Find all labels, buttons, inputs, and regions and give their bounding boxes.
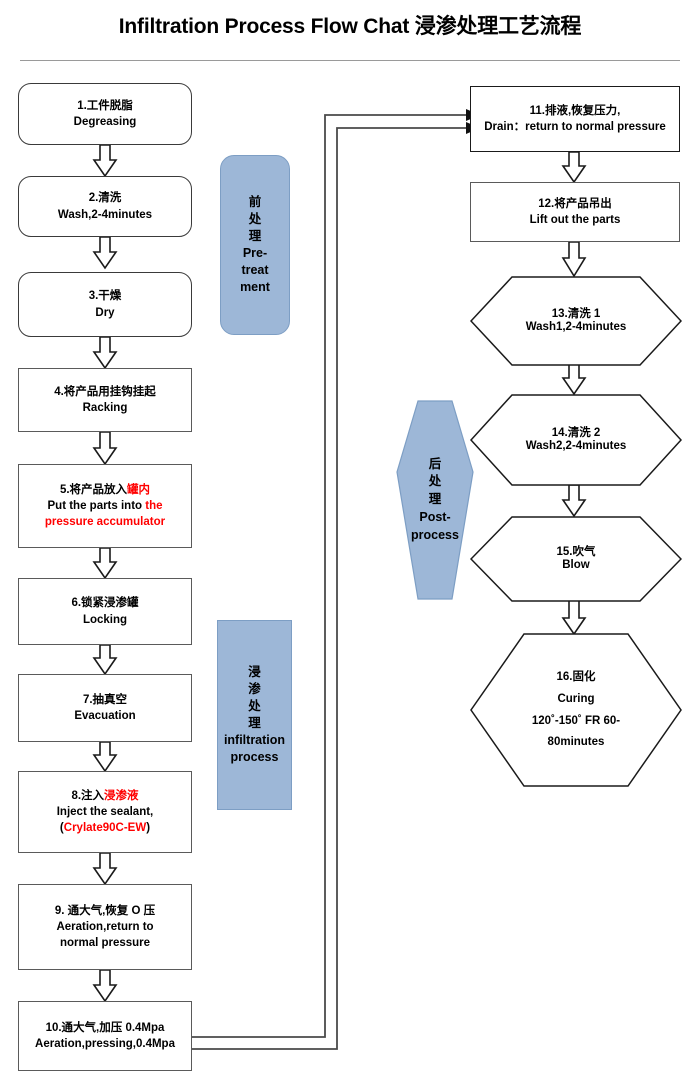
node-13-line-1: 13.清洗 1	[551, 307, 601, 320]
node-8-line-3: (Crylate90C-EW)	[17, 820, 193, 836]
node-14-line-1: 14.清洗 2	[551, 426, 601, 439]
node-13-hexagon-shape	[470, 276, 682, 366]
node-12-lift-out[interactable]: 12.将产品吊出 Lift out the parts	[470, 182, 680, 242]
stage-pre-char-1: 前	[248, 195, 262, 210]
node-15-line-1: 15.吹气	[556, 545, 596, 558]
node-5-line-2-red: the	[145, 499, 163, 512]
node-8-line-2: Inject the sealant,	[56, 805, 154, 818]
node-14-wash2[interactable]: 14.清洗 2 Wash2,2-4minutes	[470, 394, 682, 486]
node-6-line-1: 6.锁紧浸渗罐	[71, 597, 139, 610]
stage-inf-char-2: 渗	[248, 682, 261, 697]
node-15-line-2: Blow	[562, 559, 590, 571]
node-6-locking[interactable]: 6.锁紧浸渗罐 Locking	[18, 578, 192, 645]
node-5-line-3: pressure accumulator	[44, 516, 166, 529]
stage-post-char-1: 后	[428, 456, 442, 471]
node-9-line-3: normal pressure	[59, 937, 151, 950]
node-5-put-parts[interactable]: 5.将产品放入罐内 Put the parts into the pressur…	[18, 464, 192, 548]
stage-pre-char-3: 理	[248, 229, 262, 244]
node-7-line-1: 7.抽真空	[82, 693, 128, 706]
stage-post-en-1: Post-	[419, 509, 451, 524]
node-6-line-2: Locking	[82, 613, 128, 626]
node-3-dry[interactable]: 3.干燥 Dry	[18, 272, 192, 337]
stage-inf-char-4: 理	[248, 716, 261, 730]
node-1-degreasing[interactable]: 1.工件脱脂 Degreasing	[18, 83, 192, 145]
node-7-line-2: Evacuation	[74, 710, 136, 722]
node-5-line-1-black: 5.将产品放入	[59, 483, 128, 496]
node-8-product-code: Crylate90C-EW	[63, 822, 147, 835]
node-2-line-1: 2.清洗	[88, 192, 122, 205]
node-3-line-1: 3.干燥	[88, 290, 122, 303]
node-16-hexagon-shape	[470, 633, 682, 787]
node-16-curing[interactable]: 16.固化 Curing 120˚-150˚ FR 60- 80minutes	[470, 633, 682, 788]
node-1-line-1: 1.工件脱脂	[77, 99, 133, 112]
node-14-hexagon-shape	[470, 394, 682, 486]
node-9-line-1: 9. 通大气,恢复 O 压	[54, 904, 156, 917]
node-10-line-1: 10.通大气,加压 0.4Mpa	[45, 1021, 165, 1034]
node-11-drain[interactable]: 11.排液,恢复压力, Drain：return to normal press…	[470, 86, 680, 152]
node-16-line-4: 80minutes	[547, 736, 605, 749]
node-16-line-2: Curing	[557, 692, 595, 705]
node-12-line-2: Lift out the parts	[529, 214, 621, 226]
node-11-line-1: 11.排液,恢复压力,	[529, 104, 621, 117]
stage-inf-char-1: 浸	[248, 665, 261, 680]
node-8-line-1-red: 浸渗液	[104, 789, 139, 802]
stage-inf-char-3: 处	[248, 699, 261, 714]
node-14-line-2: Wash2,2-4minutes	[525, 440, 627, 452]
stage-pre-en-2: treat	[241, 262, 269, 277]
node-15-blow[interactable]: 15.吹气 Blow	[470, 516, 682, 602]
node-12-line-1: 12.将产品吊出	[538, 197, 612, 210]
node-5-line-2-black: Put the parts into	[47, 499, 146, 512]
node-2-line-2: Wash,2-4minutes	[57, 208, 153, 221]
stage-label-pretreatment[interactable]: 前 处 理 Pre- treat ment	[220, 155, 290, 335]
node-4-racking[interactable]: 4.将产品用挂钩挂起 Racking	[18, 368, 192, 432]
node-8-line-1-black: 8.注入	[71, 789, 105, 802]
node-5-line-1-red: 罐内	[127, 483, 151, 496]
node-5-line-2: Put the parts into the	[17, 498, 193, 514]
stage-inf-en-2: process	[230, 749, 279, 764]
node-2-wash[interactable]: 2.清洗 Wash,2-4minutes	[18, 176, 192, 237]
stage-label-infiltration[interactable]: 浸 渗 处 理 infiltration process	[217, 620, 292, 810]
node-9-aeration[interactable]: 9. 通大气,恢复 O 压 Aeration,return to normal …	[18, 884, 192, 970]
node-8-line-1: 8.注入浸渗液	[17, 788, 193, 804]
node-4-line-2: Racking	[82, 402, 128, 414]
stage-label-postprocess[interactable]: 后 处 理 Post- process	[396, 400, 474, 600]
node-10-line-2: Aeration,pressing,0.4Mpa	[35, 1038, 175, 1050]
stage-inf-en-1: infiltration	[223, 732, 286, 747]
node-8-paren-open: (	[59, 822, 64, 835]
stage-pre-en-1: Pre-	[242, 246, 268, 260]
node-5-line-1: 5.将产品放入罐内	[17, 482, 193, 498]
node-3-line-2: Dry	[95, 306, 115, 319]
node-8-paren-close: )	[146, 822, 151, 835]
node-10-aeration-pressing[interactable]: 10.通大气,加压 0.4Mpa Aeration,pressing,0.4Mp…	[18, 1001, 192, 1071]
page-title: Infiltration Process Flow Chat 浸渗处理工艺流程	[118, 15, 582, 38]
title-divider	[20, 60, 680, 61]
node-8-inject-sealant[interactable]: 8.注入浸渗液 Inject the sealant, (Crylate90C-…	[18, 771, 192, 853]
node-4-line-1: 4.将产品用挂钩挂起	[54, 385, 156, 398]
stage-post-char-2: 处	[428, 474, 442, 489]
stage-post-hexagon-shape	[396, 400, 474, 600]
node-16-line-1: 16.固化	[556, 670, 596, 683]
node-11-line-2: Drain：return to normal pressure	[484, 121, 666, 133]
node-1-line-2: Degreasing	[73, 116, 137, 128]
node-15-hexagon-shape	[470, 516, 682, 602]
stage-pre-en-3: ment	[240, 279, 270, 294]
stage-post-char-3: 理	[428, 492, 442, 507]
node-13-line-2: Wash1,2-4minutes	[525, 321, 627, 333]
node-9-line-2: Aeration,return to	[56, 920, 154, 933]
stage-post-en-2: process	[411, 527, 459, 542]
node-7-evacuation[interactable]: 7.抽真空 Evacuation	[18, 674, 192, 742]
node-13-wash1[interactable]: 13.清洗 1 Wash1,2-4minutes	[470, 276, 682, 366]
node-16-line-3: 120˚-150˚ FR 60-	[531, 714, 621, 727]
stage-pre-char-2: 处	[248, 212, 262, 227]
